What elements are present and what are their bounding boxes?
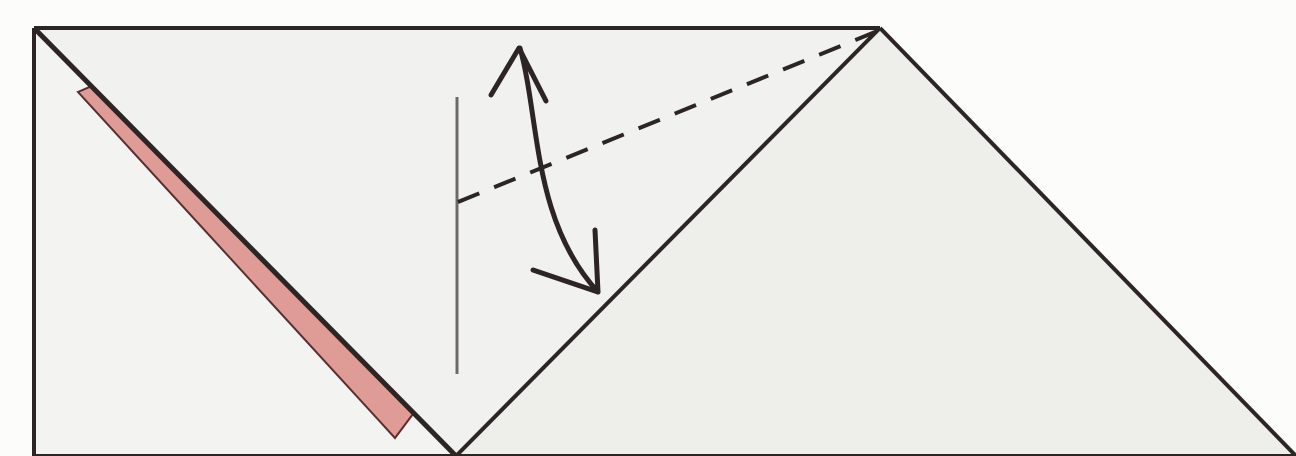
right-slanted-panel [456,28,1296,456]
arrowhead-bottom-icon [530,227,601,295]
arrowhead-top-icon [488,45,549,104]
double-headed-curved-arrow-icon [517,45,601,295]
right-slanted-edge [878,26,1296,456]
dark-top-left-diagonal [32,26,458,456]
center-diagonal-fold-edge [454,26,882,456]
